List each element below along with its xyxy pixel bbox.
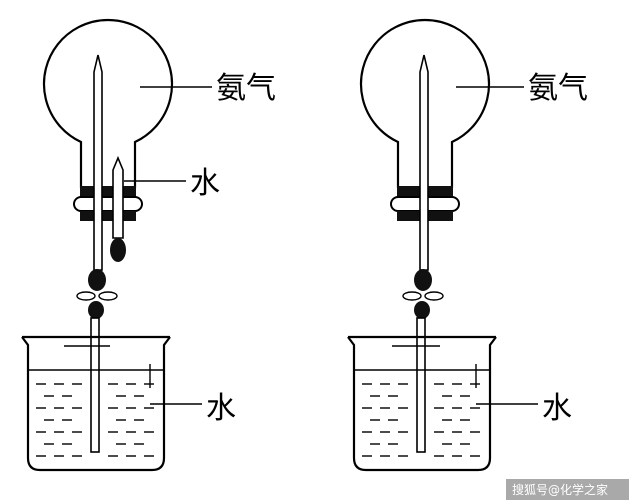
right-water-dashes [362,383,480,457]
right-apparatus: 氨气 水 [347,18,588,472]
left-apparatus: 氨气 水 水 [21,18,276,472]
right-clamp-wing-left [402,291,422,301]
left-water-dashes [36,383,154,457]
watermark-bg [506,479,629,500]
left-stopper-upper [80,186,136,197]
right-glass-tube [419,54,429,271]
left-glass-tube [93,54,103,271]
left-hose-lower [88,301,104,319]
left-gas-label: 氨气 [216,71,276,106]
left-dropper-bulb [110,238,126,262]
left-flask [42,18,174,188]
left-clamp-wing-right [98,291,118,301]
right-hose-upper [414,269,432,291]
left-dropper-tube [112,155,124,239]
left-beaker [21,336,171,472]
right-beaker [347,336,497,472]
right-lower-tube [416,317,426,453]
left-beaker-label: 水 [206,391,236,426]
right-beaker-label: 水 [542,391,572,426]
left-dropper-label: 水 [190,166,220,201]
watermark: 搜狐号@化学之家 [512,482,608,497]
right-clamp-wing-right [424,291,444,301]
left-stopper-ring [73,196,143,212]
left-hose-upper [88,269,106,291]
left-lower-tube [90,317,100,453]
right-hose-lower [414,301,430,319]
left-stopper-lower [80,211,136,221]
right-gas-label: 氨气 [528,71,588,106]
left-clamp-wing-left [76,291,96,301]
